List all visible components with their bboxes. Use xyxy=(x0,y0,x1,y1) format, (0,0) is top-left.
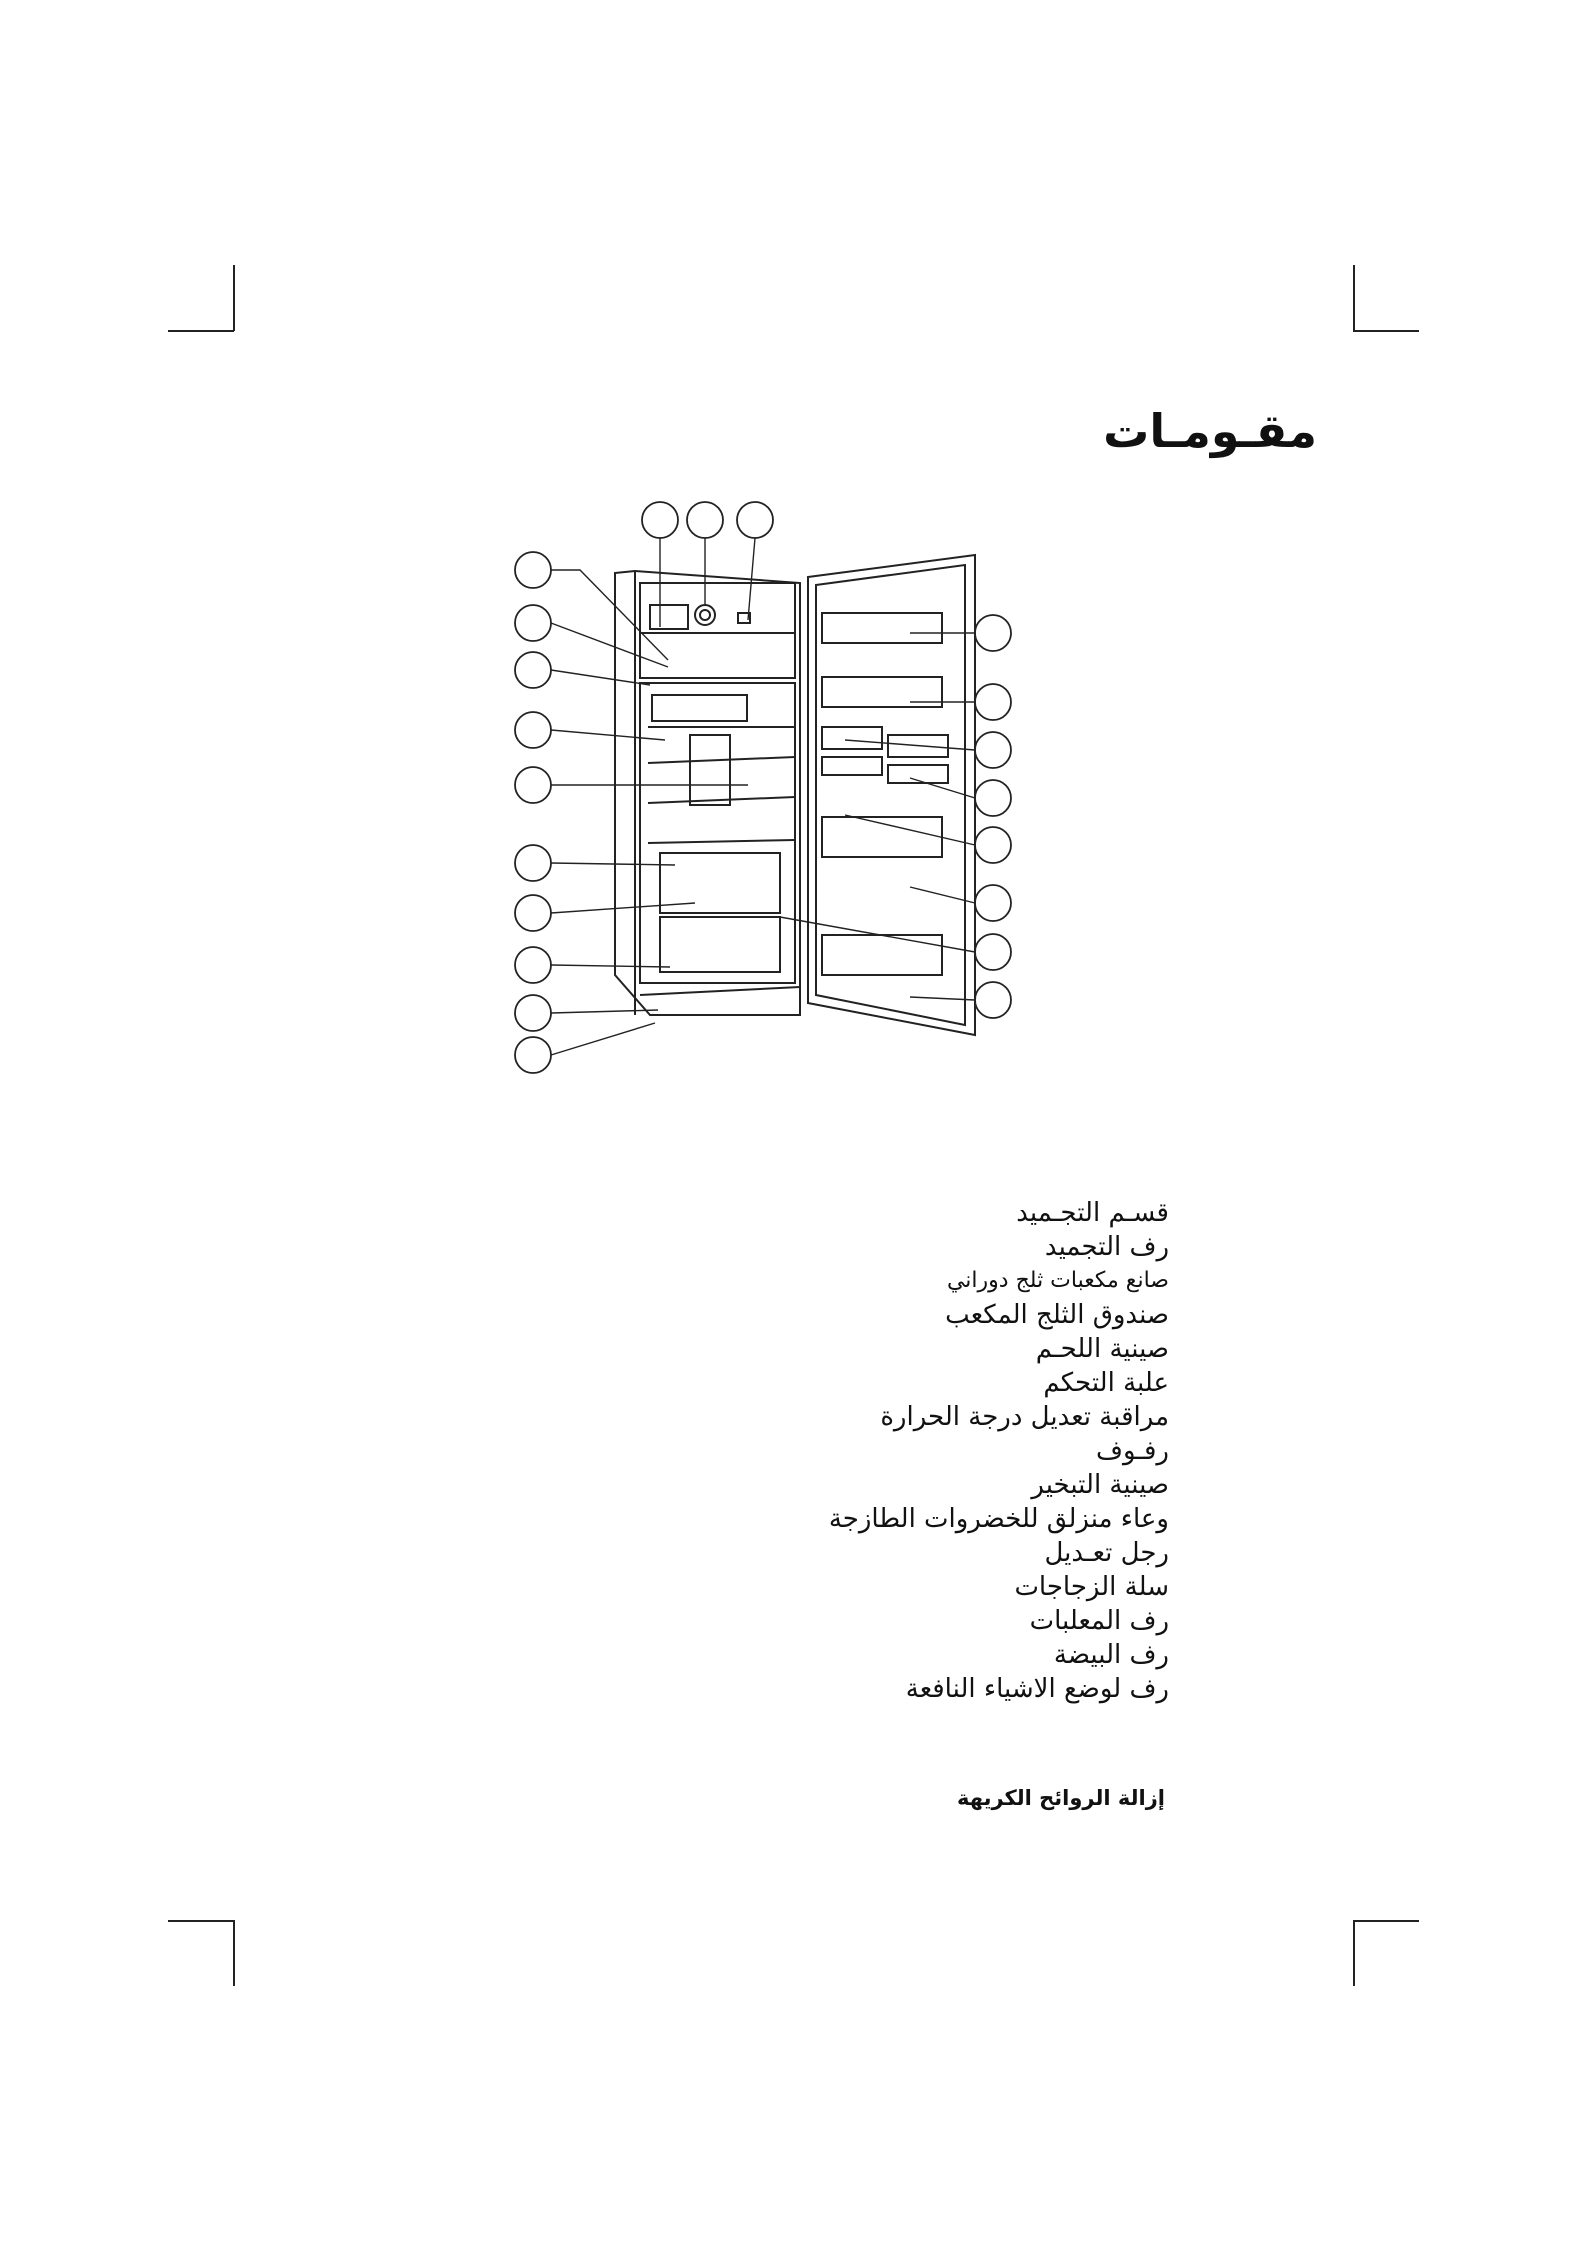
legend-item: قسـم التجـميد xyxy=(409,1196,1169,1230)
crop-mark-bottom-right-h xyxy=(1353,1920,1419,1922)
legend-item: رف لوضع الاشياء النافعة xyxy=(409,1672,1169,1706)
crop-mark-top-right-v xyxy=(1353,265,1355,331)
crop-mark-top-left-h xyxy=(168,330,234,332)
legend-item: رف البيضة xyxy=(409,1638,1169,1672)
component-legend: قسـم التجـميد رف التجميد صانع مكعبات ثلج… xyxy=(409,1196,1169,1706)
legend-item: رف المعلبات xyxy=(409,1604,1169,1638)
crop-mark-bottom-right-v xyxy=(1353,1920,1355,1986)
legend-item: صينية اللحـم xyxy=(409,1332,1169,1366)
legend-item: صندوق الثلج المكعب xyxy=(409,1298,1169,1332)
fridge-cabinet xyxy=(615,571,800,1015)
legend-item: سلة الزجاجات xyxy=(409,1570,1169,1604)
crop-mark-bottom-left-v xyxy=(233,1920,235,1986)
legend-item: رف التجميد xyxy=(409,1230,1169,1264)
callout-markers xyxy=(515,502,1011,1073)
legend-item: صانع مكعبات ثلج دوراني xyxy=(409,1264,1169,1298)
refrigerator-diagram xyxy=(500,495,1020,1095)
deodorizer-label: إزالة الروائح الكريهة xyxy=(957,1786,1165,1810)
legend-item: علبة التحكم xyxy=(409,1366,1169,1400)
legend-item: مراقبة تعديل درجة الحرارة xyxy=(409,1400,1169,1434)
legend-item: رجل تعـديل xyxy=(409,1536,1169,1570)
legend-item: صينية التبخير xyxy=(409,1468,1169,1502)
legend-item: وعاء منزلق للخضروات الطازجة xyxy=(409,1502,1169,1536)
crop-mark-top-right-h xyxy=(1353,330,1419,332)
legend-item: رفـوف xyxy=(409,1434,1169,1468)
crop-mark-bottom-left-h xyxy=(168,1920,234,1922)
fridge-door xyxy=(808,555,975,1035)
crop-mark-top-left-v xyxy=(233,265,235,331)
page-title: مقـومـات xyxy=(1103,404,1317,458)
